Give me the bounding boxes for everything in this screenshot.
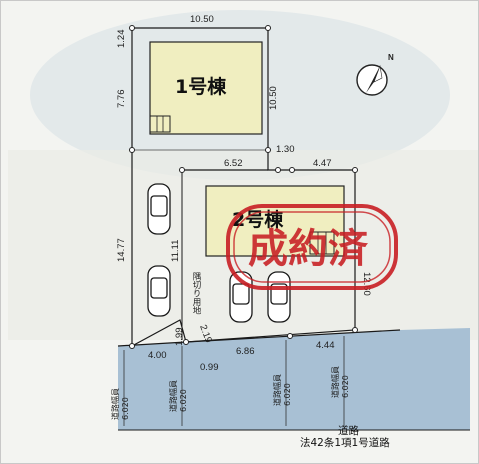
north-compass-icon: N	[356, 53, 394, 96]
road-width-label-3: 道路幅員	[272, 374, 282, 406]
building-2-entry	[309, 231, 335, 255]
sold-stamp-text: 成約済	[248, 225, 369, 272]
road-width-label-4: 道路幅員	[330, 366, 340, 398]
corner-cut-note: 隅切り用地	[191, 272, 201, 315]
road-area	[118, 328, 470, 430]
boundary-points	[129, 25, 358, 349]
building-1	[149, 41, 263, 135]
dim-notch: 1.30	[276, 144, 295, 155]
dim-right-lower: 12.60	[361, 272, 372, 296]
dim-top-width: 10.50	[190, 14, 214, 25]
road-legal-label: 法42条1項1号道路	[300, 436, 390, 449]
dim-corner-small: 1.99	[174, 328, 185, 347]
road-width-arrows	[123, 336, 345, 426]
road-name-label: 道路	[338, 424, 359, 437]
car-2	[147, 265, 171, 317]
road-width-value-3: 6.020	[283, 383, 292, 406]
dim-left-top-small: 1.24	[116, 30, 127, 49]
road-width-value-2: 6.020	[179, 389, 188, 412]
dim-passage-length: 11.11	[170, 240, 181, 262]
dim-left-lower: 14.77	[116, 238, 127, 262]
dim-right-upper: 10.50	[268, 86, 279, 110]
building-2-label: 2号棟	[232, 208, 284, 231]
road-width-value-1: 6.020	[121, 397, 130, 420]
road-width-labels: 道路幅員 6.020 道路幅員 6.020 道路幅員 6.020 道路幅員 6.…	[110, 366, 350, 420]
dim-left-upper: 7.76	[116, 90, 127, 109]
building-1-entry	[149, 115, 171, 133]
dim-bottom-left: 4.00	[148, 350, 167, 361]
car-4	[267, 271, 291, 323]
dim-bottom-middle: 6.86	[236, 346, 255, 357]
road-width-label-2: 道路幅員	[168, 380, 178, 412]
road-width-value-4: 6.020	[341, 375, 350, 398]
car-1	[147, 183, 171, 235]
building-1-label: 1号棟	[175, 75, 227, 98]
dim-middle-left: 6.52	[224, 158, 243, 169]
sold-stamp: 成約済	[226, 204, 398, 290]
dim-bottom-right: 4.44	[316, 340, 335, 351]
north-label: N	[388, 53, 394, 62]
road-width-label-1: 道路幅員	[110, 388, 120, 420]
parking-cars	[147, 183, 291, 323]
svg-text:隅切り用地: 隅切り用地	[191, 272, 201, 315]
dim-middle-right: 4.47	[313, 158, 332, 169]
dim-bottom-small: 0.99	[200, 362, 219, 373]
